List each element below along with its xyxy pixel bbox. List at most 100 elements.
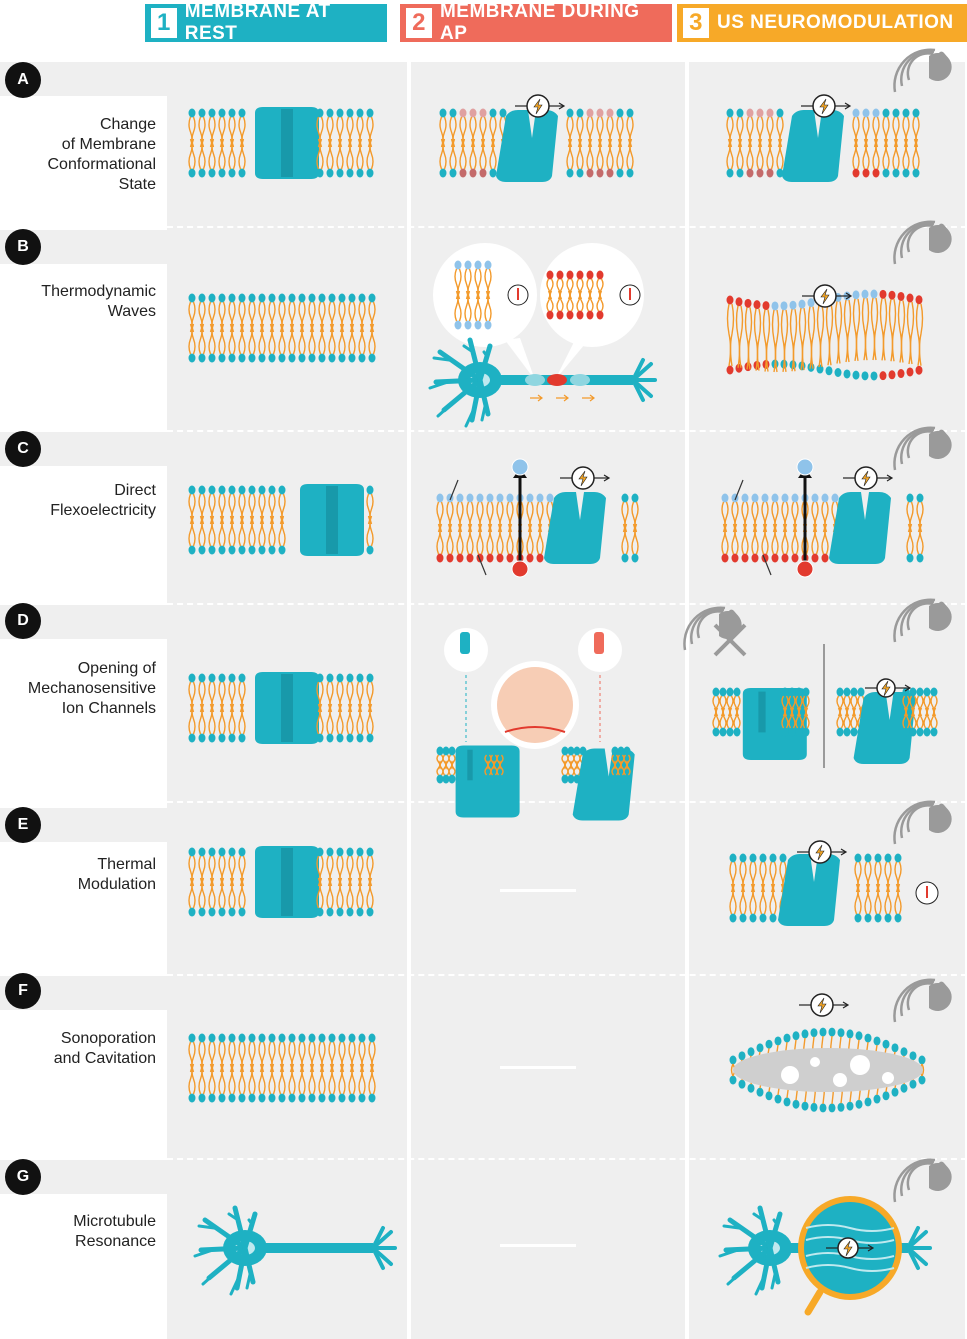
lipid-bilayer: [188, 293, 376, 363]
label-line: Conformational: [47, 156, 157, 173]
ion-channel-closed: [300, 484, 364, 556]
column-header-3: 3 US NEUROMODULATION: [677, 4, 967, 42]
lipid-bilayer: [721, 493, 839, 563]
ion-channel-open: [853, 692, 916, 764]
column-number-1: 1: [151, 8, 177, 38]
ultrasound-transducer-icon: [893, 48, 952, 93]
label-line: Waves: [107, 303, 156, 320]
row-divider: [167, 1158, 967, 1160]
lipid-bilayer: [188, 1033, 376, 1103]
row-a-illustrations: [188, 48, 952, 182]
bubble: [850, 1055, 870, 1075]
column-title-1: MEMBRANE AT REST: [184, 1, 331, 44]
label-line: Opening of: [77, 660, 156, 677]
lipid-bilayer: [906, 493, 924, 563]
lipid-bilayer: [712, 687, 741, 737]
row-divider: [167, 801, 967, 803]
ultrasound-transducer-icon: [893, 426, 952, 471]
lipid-bilayer: [188, 673, 246, 743]
ultrasound-transducer-icon: [893, 220, 952, 265]
lipid-bilayer: [854, 853, 902, 923]
lightning-icon: [843, 466, 894, 490]
label-line: Ion Channels: [61, 700, 156, 717]
ion-channel-closed: [255, 107, 319, 179]
lipid-bilayer: [188, 847, 246, 917]
lipid-bilayer: [436, 493, 554, 563]
no-effect-dash: [500, 889, 576, 892]
row-f-illustrations: [188, 978, 952, 1113]
lipid-bilayer: [611, 746, 631, 784]
label-line: Flexoelectricity: [50, 502, 156, 519]
row-c-illustrations: [188, 426, 952, 578]
ion-channel-open: [829, 492, 891, 564]
label-line: Direct: [114, 482, 156, 499]
lipid-bilayer: [188, 485, 286, 555]
ion-channel-open: [544, 492, 606, 564]
lipid-bilayer: [439, 108, 507, 178]
label-line: Resonance: [75, 1233, 156, 1250]
lipid-bilayer: [436, 746, 456, 784]
lightning-icon: [515, 94, 566, 118]
row-letter-c: C: [5, 431, 41, 467]
label-line: Change: [99, 116, 156, 133]
lipid-bilayer: [729, 853, 787, 923]
ion-channel-closed: [742, 688, 807, 760]
label-line: Thermodynamic: [41, 283, 156, 300]
column-number-2: 2: [406, 8, 432, 38]
label-line: Modulation: [77, 876, 156, 893]
row-letter-g: G: [5, 1159, 41, 1195]
ion-channel-open: [572, 748, 635, 821]
lightning-icon: [802, 284, 853, 308]
ion-channel-closed: [255, 672, 319, 744]
row-divider: [167, 226, 967, 228]
lightning-icon: [801, 94, 852, 118]
row-letter-e: E: [5, 807, 41, 843]
label-line: State: [118, 176, 156, 193]
row-label-a: Change of Membrane Conformational State: [6, 115, 157, 195]
lipid-bilayer: [852, 108, 920, 178]
cavitation-bubble-area: [733, 1048, 923, 1092]
comparison-divider: [823, 644, 825, 768]
no-effect-dash: [500, 1066, 576, 1069]
lipid-bilayer: [566, 108, 634, 178]
label-line: Mechanosensitive: [27, 680, 156, 697]
ion-channel-open: [496, 110, 558, 182]
row-divider: [167, 974, 967, 976]
row-divider: [167, 430, 967, 432]
lipid-bilayer: [781, 687, 810, 737]
ultrasound-transducer-icon: [893, 598, 952, 643]
lipid-bilayer: [726, 108, 784, 178]
label-line: of Membrane: [61, 136, 156, 153]
row-label-g: Microtubule Resonance: [6, 1212, 156, 1252]
bubble: [882, 1072, 894, 1084]
lipid-bilayer: [366, 485, 374, 555]
lipid-bilayer: [316, 847, 374, 917]
wave-membrane: [726, 289, 924, 381]
lipid-bilayer: [316, 673, 374, 743]
ultrasound-transducer-icon: [893, 978, 952, 1023]
label-line: Thermal: [97, 856, 156, 873]
no-effect-dash: [500, 1244, 576, 1247]
row-divider: [167, 603, 967, 605]
row-label-e: Thermal Modulation: [6, 855, 156, 895]
row-letter-b: B: [5, 229, 41, 265]
lightning-icon: [560, 466, 611, 490]
bubble: [810, 1057, 820, 1067]
ultrasound-transducer-icon: [893, 800, 952, 845]
label-line: Sonoporation: [60, 1030, 156, 1047]
lipid-bilayer: [316, 108, 374, 178]
blocked-x-icon: [713, 623, 747, 657]
lightning-icon: [799, 993, 850, 1017]
lightning-icon: [826, 1237, 875, 1259]
row-letter-a: A: [5, 62, 41, 98]
row-g-illustrations: [193, 1158, 952, 1316]
ion-channel-closed: [255, 846, 319, 918]
lipid-bilayer: [484, 746, 504, 784]
lipid-bilayer: [546, 270, 604, 320]
row-e-illustrations: [188, 800, 952, 926]
lipid-bilayer: [902, 687, 938, 737]
neuron-icon: [193, 1205, 397, 1296]
column-header-1: 1 MEMBRANE AT REST: [145, 1, 387, 44]
ion-channel-open: [778, 854, 840, 926]
